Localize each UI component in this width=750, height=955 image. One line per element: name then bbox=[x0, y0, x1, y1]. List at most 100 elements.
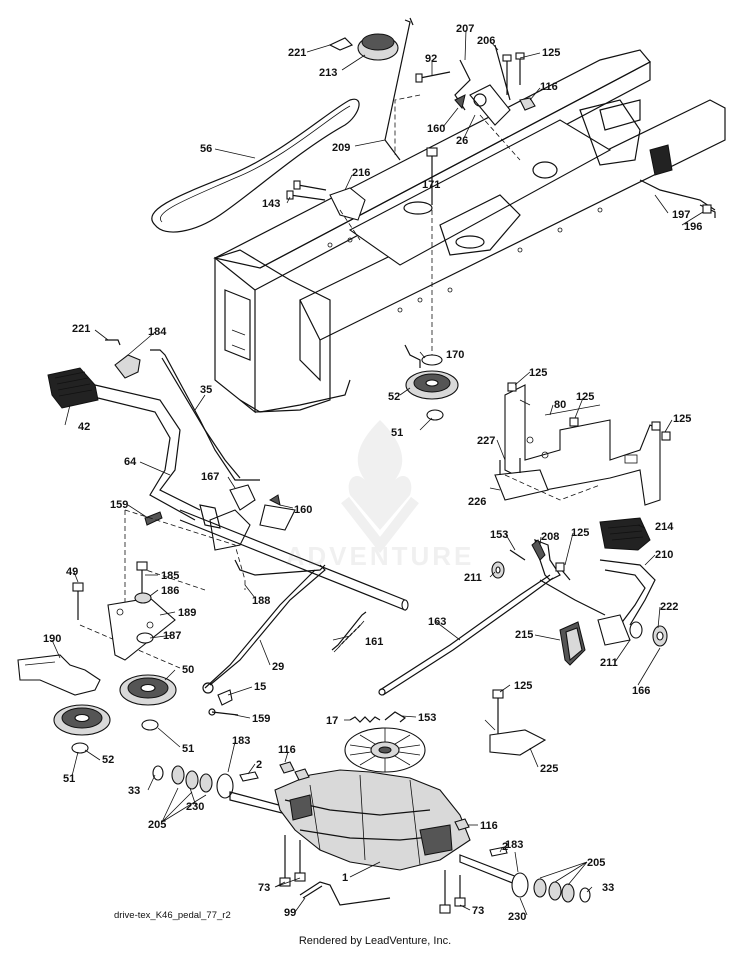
part-label-125: 125 bbox=[576, 391, 594, 403]
part-label-33: 33 bbox=[128, 785, 140, 797]
part-label-153: 153 bbox=[418, 712, 436, 724]
dashed-leaders-top bbox=[339, 94, 521, 365]
watermark-text: ADVENTURE bbox=[286, 541, 475, 570]
idler-pulley-52-lower bbox=[53, 704, 111, 754]
part-label-190: 190 bbox=[43, 633, 61, 645]
part-label-143: 143 bbox=[262, 198, 280, 210]
part-label-116: 116 bbox=[540, 81, 558, 93]
part-label-211: 211 bbox=[464, 572, 482, 584]
part-label-125: 125 bbox=[529, 367, 547, 379]
top-small-parts bbox=[286, 17, 716, 221]
part-label-161: 161 bbox=[365, 636, 383, 648]
part-label-51: 51 bbox=[391, 427, 403, 439]
part-label-160: 160 bbox=[294, 504, 312, 516]
part-label-213: 213 bbox=[319, 67, 337, 79]
pedal-bracket-80 bbox=[494, 382, 671, 506]
part-label-15: 15 bbox=[254, 681, 266, 693]
part-label-64: 64 bbox=[124, 456, 137, 468]
return-springs bbox=[349, 711, 407, 723]
part-label-186: 186 bbox=[161, 585, 179, 597]
part-label-29: 29 bbox=[272, 661, 284, 673]
part-label-160: 160 bbox=[427, 123, 445, 135]
bracket-225 bbox=[484, 689, 547, 756]
part-label-210: 210 bbox=[655, 549, 673, 561]
part-label-80: 80 bbox=[554, 399, 566, 411]
part-label-187: 187 bbox=[163, 630, 181, 642]
part-label-211: 211 bbox=[600, 657, 618, 669]
part-label-196: 196 bbox=[684, 221, 702, 233]
part-label-49: 49 bbox=[66, 566, 78, 578]
part-label-52: 52 bbox=[102, 754, 114, 766]
part-label-216: 216 bbox=[352, 167, 370, 179]
part-labels: 221 213 207 92 206 125 116 56 160 26 209… bbox=[43, 23, 702, 923]
part-label-51: 51 bbox=[182, 743, 194, 755]
brake-pedal-assembly bbox=[378, 517, 668, 696]
drive-belt bbox=[151, 98, 360, 233]
part-label-183: 183 bbox=[232, 735, 250, 747]
part-label-189: 189 bbox=[178, 607, 196, 619]
part-label-183: 183 bbox=[505, 839, 523, 851]
part-label-159: 159 bbox=[110, 499, 128, 511]
part-label-170: 170 bbox=[446, 349, 464, 361]
part-label-163: 163 bbox=[428, 616, 446, 628]
part-label-226: 226 bbox=[468, 496, 486, 508]
part-label-225: 225 bbox=[540, 763, 558, 775]
part-label-73: 73 bbox=[472, 905, 484, 917]
part-label-33: 33 bbox=[602, 882, 614, 894]
part-label-215: 215 bbox=[515, 629, 533, 641]
part-label-1: 1 bbox=[342, 872, 348, 884]
transaxle bbox=[152, 727, 591, 914]
part-label-159: 159 bbox=[252, 713, 270, 725]
part-label-221: 221 bbox=[288, 47, 306, 59]
part-label-56: 56 bbox=[200, 143, 212, 155]
idler-pulley-50 bbox=[119, 674, 177, 731]
spring-161 bbox=[331, 611, 367, 653]
part-label-197: 197 bbox=[672, 209, 690, 221]
part-label-153: 153 bbox=[490, 529, 508, 541]
part-label-17: 17 bbox=[326, 715, 338, 727]
part-label-35: 35 bbox=[200, 384, 212, 396]
part-label-52: 52 bbox=[388, 391, 400, 403]
part-label-207: 207 bbox=[456, 23, 474, 35]
part-label-2: 2 bbox=[502, 841, 508, 853]
idler-bracket-189 bbox=[17, 561, 176, 696]
part-label-2: 2 bbox=[256, 759, 262, 771]
watermark-logo: ADVENTURE bbox=[286, 420, 475, 570]
part-label-92: 92 bbox=[425, 53, 437, 65]
part-label-116: 116 bbox=[480, 820, 498, 832]
part-label-184: 184 bbox=[148, 326, 167, 338]
idler-pulley-upper bbox=[404, 344, 459, 421]
part-label-214: 214 bbox=[655, 521, 674, 533]
part-label-188: 188 bbox=[252, 595, 270, 607]
part-label-167: 167 bbox=[201, 471, 219, 483]
part-label-227: 227 bbox=[477, 435, 495, 447]
credit-text: Rendered by LeadVenture, Inc. bbox=[298, 935, 452, 947]
part-label-222: 222 bbox=[660, 601, 678, 613]
part-label-125: 125 bbox=[542, 47, 560, 59]
part-label-51: 51 bbox=[63, 773, 75, 785]
part-label-125: 125 bbox=[514, 680, 532, 692]
part-label-116: 116 bbox=[278, 744, 296, 756]
part-label-73: 73 bbox=[258, 882, 270, 894]
part-label-208: 208 bbox=[541, 531, 559, 543]
diagram-id: drive-tex_K46_pedal_77_r2 bbox=[114, 910, 231, 921]
chassis-frame bbox=[213, 49, 726, 414]
part-label-230: 230 bbox=[186, 801, 204, 813]
part-label-185: 185 bbox=[161, 570, 179, 582]
part-label-125: 125 bbox=[571, 527, 589, 539]
part-label-205: 205 bbox=[587, 857, 605, 869]
leader-lines bbox=[51, 29, 704, 916]
part-label-171: 171 bbox=[422, 179, 440, 191]
part-label-205: 205 bbox=[148, 819, 166, 831]
part-label-50: 50 bbox=[182, 664, 194, 676]
part-label-26: 26 bbox=[456, 135, 468, 147]
part-label-209: 209 bbox=[332, 142, 350, 154]
part-label-166: 166 bbox=[632, 685, 650, 697]
part-label-221: 221 bbox=[72, 323, 90, 335]
shift-lever-assembly bbox=[47, 339, 409, 716]
part-label-125: 125 bbox=[673, 413, 691, 425]
part-label-230: 230 bbox=[508, 911, 526, 923]
part-label-42: 42 bbox=[78, 421, 90, 433]
part-label-99: 99 bbox=[284, 907, 296, 919]
